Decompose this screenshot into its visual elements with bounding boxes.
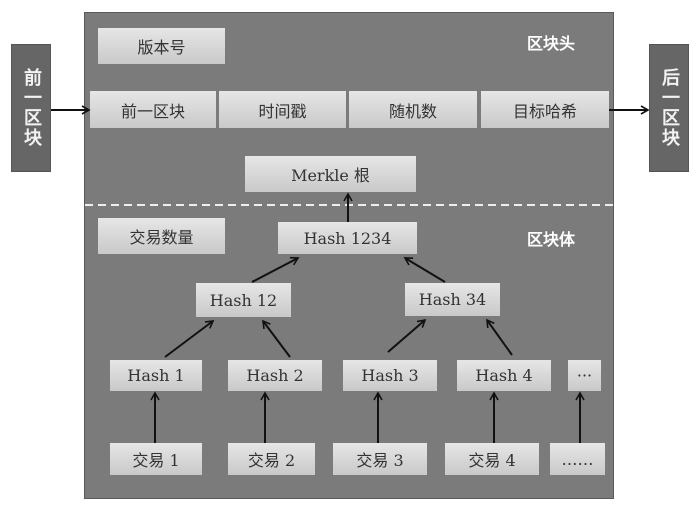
hash-more-box: ···	[568, 360, 601, 391]
arrow-12	[251, 256, 300, 283]
arrow-h4	[486, 318, 513, 356]
prev-block: 前一区块	[11, 44, 51, 172]
nonce-box: 随机数	[349, 91, 477, 128]
arrow-h3	[387, 318, 427, 353]
arrow-h2	[262, 319, 291, 358]
tx-1-box: 交易 1	[110, 443, 202, 475]
block-body-label: 区块体	[527, 230, 576, 249]
arrow-h1	[164, 320, 215, 358]
tx-3-box: 交易 3	[333, 443, 427, 475]
hash-2-box: Hash 2	[228, 360, 322, 391]
hash-3-box: Hash 3	[343, 360, 437, 391]
hash-34-box: Hash 34	[405, 283, 500, 316]
target-hash-box: 目标哈希	[481, 91, 609, 128]
tx-2-box: 交易 2	[228, 443, 315, 475]
merkle-root-box: Merkle 根	[245, 156, 416, 192]
tx-more-box: ……	[550, 443, 605, 475]
hash-1-box: Hash 1	[110, 360, 202, 391]
hash-12-box: Hash 12	[196, 283, 291, 317]
hash-1234-box: Hash 1234	[278, 222, 417, 254]
version-box: 版本号	[98, 28, 225, 64]
tx-count-box: 交易数量	[98, 218, 225, 254]
hash-4-box: Hash 4	[457, 360, 551, 391]
timestamp-box: 时间戳	[219, 91, 346, 128]
block-header-label: 区块头	[527, 34, 576, 53]
arrow-34	[403, 257, 446, 283]
tx-4-box: 交易 4	[445, 443, 539, 475]
prev-hash-box: 前一区块	[90, 91, 216, 128]
